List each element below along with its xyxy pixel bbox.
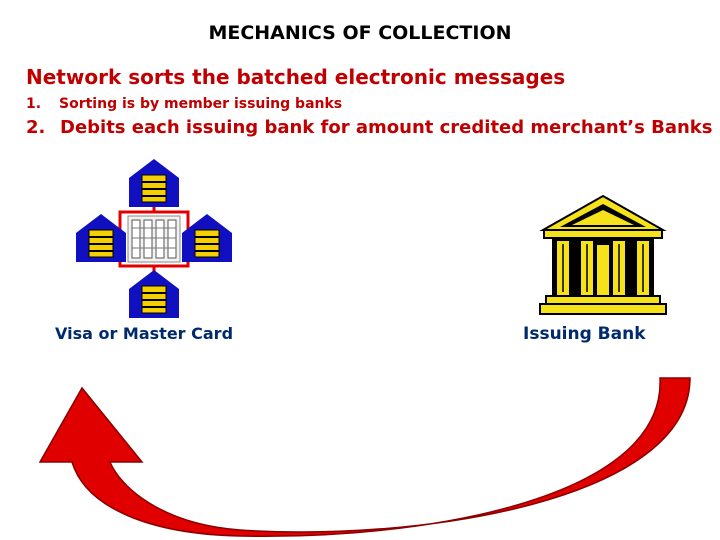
bullet-number-2: 2. [26,117,46,138]
issuing-bank-icon [539,194,667,315]
bullet-text-1: Sorting is by member issuing banks [59,96,343,112]
network-label: Visa or Master Card [55,324,234,343]
bullet-point-2: 2. Debits each issuing bank for amount cr… [26,117,712,138]
bullet-number-1: 1. [26,96,42,112]
bullet-point-1: 1. Sorting is by member issuing banks [26,96,342,112]
slide-title: MECHANICS OF COLLECTION [208,22,512,44]
slide-heading: Network sorts the batched electronic mes… [26,65,566,89]
network-cluster-icon [75,158,233,318]
curved-flow-arrow [38,377,691,538]
issuing-bank-label: Issuing Bank [523,324,646,344]
bullet-text-2: Debits each issuing bank for amount cred… [60,117,713,138]
